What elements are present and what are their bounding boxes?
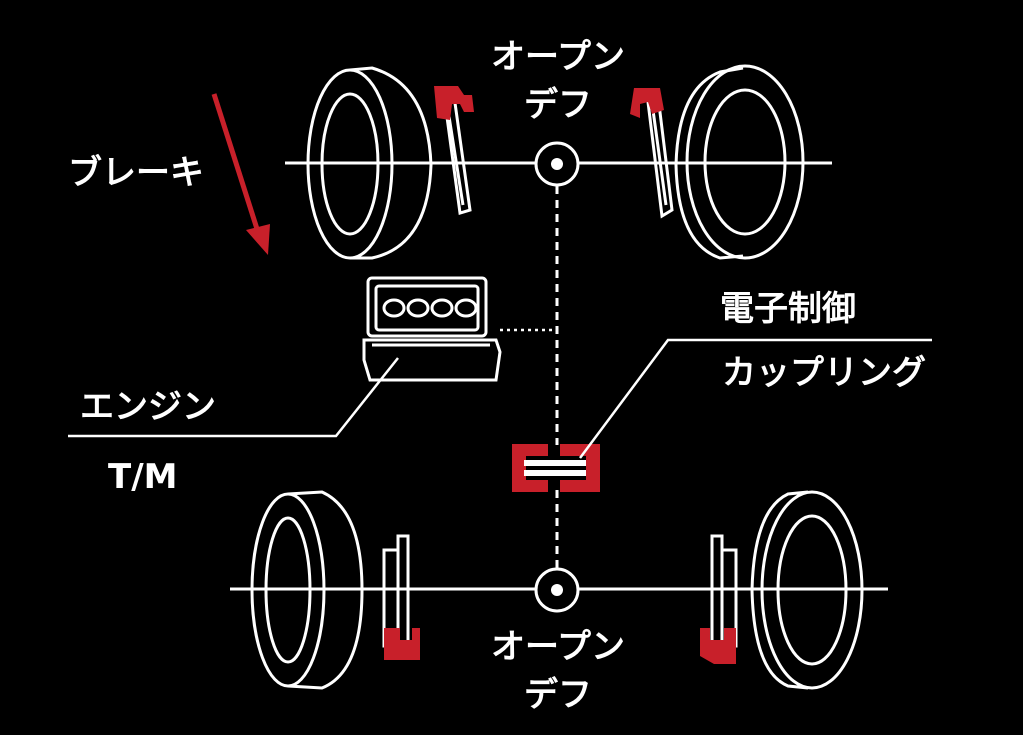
front-diff-label-line1: オープン — [491, 37, 625, 77]
brake-label: ブレーキ — [68, 153, 204, 193]
brake-arrow-icon — [211, 93, 270, 255]
coupling-label-line2: カップリング — [722, 353, 926, 393]
rear-diff-label-line1: オープン — [491, 627, 625, 667]
rear-diff-label-line2: デフ — [524, 675, 592, 715]
front-right-wheel-icon — [674, 64, 805, 260]
coupling-icon — [512, 444, 600, 492]
coupling-label-line1: 電子制御 — [720, 289, 856, 329]
rear-right-brake-caliper-icon — [700, 628, 736, 664]
engine-leader-line — [68, 357, 399, 438]
rear-left-wheel-icon — [250, 490, 364, 690]
front-right-brake-caliper-icon — [630, 88, 664, 118]
rear-left-brake-caliper-icon — [384, 628, 420, 660]
coupling-leader-line — [578, 338, 932, 459]
front-diff-label-line2: デフ — [524, 85, 592, 125]
front-differential-icon — [534, 141, 580, 187]
engine-icon — [362, 276, 502, 382]
transmission-label: T/M — [108, 457, 178, 497]
rear-right-wheel-icon — [750, 490, 864, 690]
front-left-brake-caliper-icon — [434, 86, 474, 120]
rear-differential-icon — [534, 567, 580, 613]
front-right-brake-disc-icon — [646, 93, 674, 219]
front-left-wheel-icon — [306, 66, 433, 260]
engine-label: エンジン — [80, 387, 216, 427]
